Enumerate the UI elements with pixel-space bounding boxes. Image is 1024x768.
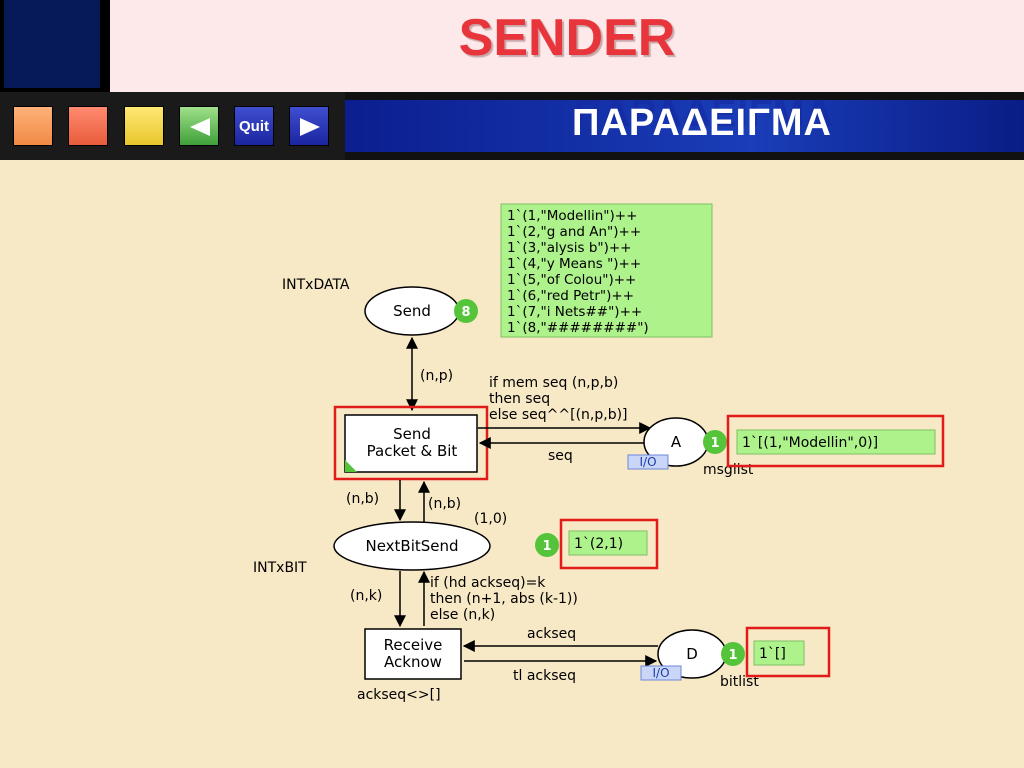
send-marking-line: 1`(3,"alysis b")++ [507, 240, 632, 256]
arc-label-ackseq: ackseq [527, 626, 576, 642]
send-marking-line: 1`(4,"y Means ")++ [507, 256, 641, 272]
arc-seq-update-2: then seq [489, 391, 550, 407]
place-d-name: bitlist [720, 674, 759, 690]
nav-orange-button[interactable] [13, 106, 53, 146]
next-bit-send-place [333, 521, 491, 571]
nav-yellow-button[interactable] [124, 106, 164, 146]
send-marking-line: 1`(6,"red Petr")++ [507, 288, 634, 304]
send-marking-line: 1`(1,"Modellin")++ [507, 208, 637, 224]
highlight-next-bit-send [559, 518, 659, 570]
highlight-place-d [745, 626, 831, 678]
next-bit-send-token-badge [535, 533, 559, 557]
arc-label-10: (1,0) [474, 511, 507, 527]
header-bar [0, 0, 1024, 92]
next-bit-send-label: NextBitSend [365, 537, 458, 555]
place-a-marking-box [736, 429, 936, 455]
place-d-token-count: 1 [728, 648, 737, 663]
send-marking-line: 1`(7,"i Nets##")++ [507, 304, 642, 320]
arc-label-tl-ackseq: tl ackseq [513, 668, 576, 684]
place-d-io-label: I/O [652, 666, 669, 680]
next-bit-send-type: INTxBIT [253, 560, 307, 576]
place-a-label: A [671, 433, 682, 451]
next-arrow-icon [300, 118, 320, 136]
quit-button[interactable]: Quit [234, 106, 274, 146]
arc-label-nb-down: (n,b) [346, 491, 379, 507]
place-d-token-badge [721, 642, 745, 666]
arc-seq-update-1: if mem seq (n,p,b) [489, 375, 618, 391]
next-bit-send-marking-box [568, 530, 648, 556]
slide-subtitle: ΠΑΡΑΔΕΙΓΜΑ [571, 102, 832, 144]
receive-ack-label-2: Acknow [384, 653, 442, 671]
arc-seq-update-3: else seq^^[(n,p,b)] [489, 407, 628, 423]
arc-ack-update-2: then (n+1, abs (k-1)) [430, 591, 578, 607]
header-logo-block [0, 0, 110, 92]
place-d-marking-box [753, 640, 805, 666]
arc-ack-update-3: else (n,k) [430, 607, 495, 623]
next-bit-send-marking: 1`(2,1) [574, 536, 623, 552]
petri-net-diagram: INTxDATA Send 8 1`(1,"Modellin")++ 1`(2,… [253, 203, 945, 703]
place-d-marking: 1`[] [759, 646, 786, 662]
place-a-io-tag [627, 454, 669, 470]
nav-panel [0, 92, 345, 160]
place-d-io-tag [640, 665, 682, 681]
place-a-token-badge [703, 430, 727, 454]
arc-label-np: (n,p) [420, 368, 453, 384]
place-a-marking: 1`[(1,"Modellin",0)] [742, 435, 878, 451]
send-packet-label-1: Send [393, 425, 431, 443]
place-a-token-count: 1 [710, 436, 719, 451]
receive-ack-label-1: Receive [384, 636, 443, 654]
receive-ack-guard: ackseq<>[] [357, 687, 441, 703]
arc-label-seq: seq [548, 448, 573, 464]
arc-label-nb-up: (n,b) [428, 496, 461, 512]
nav-red-button[interactable] [68, 106, 108, 146]
send-token-count: 8 [461, 305, 470, 320]
previous-button[interactable] [179, 106, 219, 146]
arc-label-nk: (n,k) [350, 588, 382, 604]
next-bit-send-token-count: 1 [542, 539, 551, 554]
previous-arrow-icon [190, 118, 210, 136]
send-place-type: INTxDATA [282, 277, 350, 293]
highlight-place-a [726, 414, 945, 468]
send-marking-box [500, 203, 713, 338]
subtitle-bar [345, 100, 1024, 152]
send-token-badge [454, 299, 478, 323]
send-marking-line: 1`(5,"of Colou")++ [507, 272, 636, 288]
receive-ack-transition [364, 628, 462, 680]
send-marking-line: 1`(8,"########") [507, 320, 649, 336]
subtitle-shadow: ΠΑΡΑΔΕΙΓΜΑ [573, 93, 834, 135]
send-packet-label-2: Packet & Bit [367, 442, 458, 460]
place-a-io-label: I/O [639, 455, 656, 469]
send-marking-line: 1`(2,"g and An")++ [507, 224, 641, 240]
arc-ack-update-1: if (hd ackseq)=k [430, 575, 546, 591]
enabled-marker [345, 460, 357, 472]
slide-title: SENDER [458, 9, 676, 67]
send-place-label: Send [393, 302, 431, 320]
next-button[interactable] [289, 106, 329, 146]
place-d-label: D [686, 645, 698, 663]
send-packet-transition [344, 414, 478, 473]
